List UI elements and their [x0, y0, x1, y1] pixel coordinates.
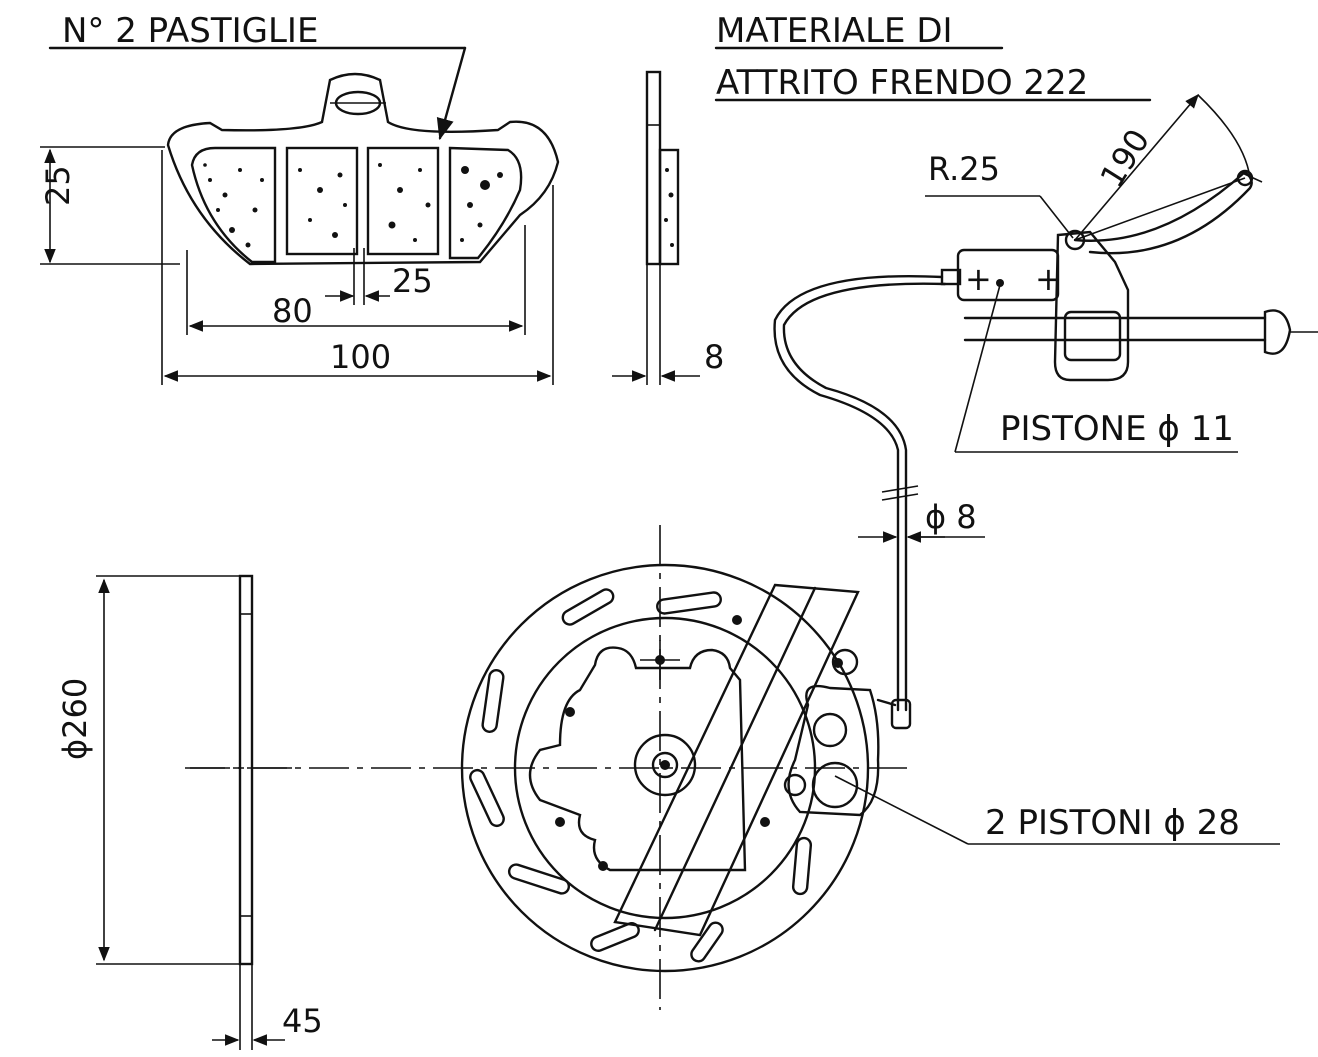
caliper-pistons-label: 2 PISTONI ϕ 28 — [985, 803, 1240, 843]
lever-length-dim: 190 — [1093, 122, 1158, 194]
disc-slots — [469, 588, 813, 963]
pad-inner-dim: 80 — [272, 292, 313, 330]
disc-rivets — [555, 615, 843, 871]
disc-thickness-dim: 45 — [282, 1002, 323, 1040]
pad-gap-dim: 25 — [392, 262, 433, 300]
hose-diameter-dim: ϕ 8 — [925, 498, 977, 536]
master-piston-label: PISTONE ϕ 11 — [1000, 409, 1234, 449]
disc-diameter-dim: ϕ260 — [56, 678, 94, 760]
radius-label: R.25 — [928, 150, 1000, 188]
material-label-line1: MATERIALE DI — [716, 11, 953, 51]
pad-thickness-dim: 8 — [704, 338, 724, 376]
material-label-line2: ATTRITO FRENDO 222 — [716, 63, 1088, 103]
disc-front-view: 2 PISTONI ϕ 28 — [185, 525, 1280, 1010]
master-cylinder-assembly: + + 190 R.25 PISTONE ϕ 11 — [925, 93, 1318, 453]
pads-label: N° 2 PASTIGLIE — [62, 11, 318, 51]
disc-side-view: ϕ260 45 — [56, 574, 323, 1050]
svg-text:+: + — [965, 260, 992, 298]
pad-outer-dim: 100 — [330, 338, 391, 376]
brake-hose: ϕ 8 — [773, 274, 985, 730]
brake-pad-side-view: 8 — [612, 70, 724, 385]
pad-height-dim: 25 — [39, 165, 77, 206]
brake-pad-front-view — [166, 72, 560, 266]
friction-texture — [203, 163, 503, 248]
